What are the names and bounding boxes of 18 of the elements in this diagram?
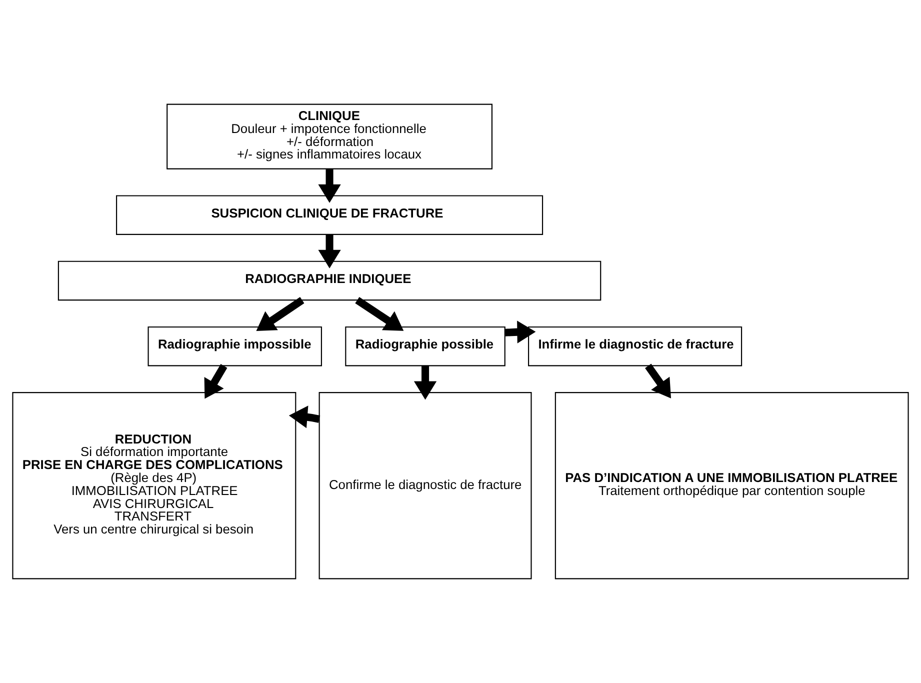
node-box: Radiographie possible: [345, 326, 506, 366]
node-box: PAS D’INDICATION A UNE IMMOBILISATION PLATREE Traitement orthopédique par contention souple: [554, 392, 909, 580]
arrow: [645, 364, 672, 398]
node-box: Confirme le diagnostic de fracture: [318, 392, 532, 580]
arrow: [355, 297, 404, 331]
arrow: [318, 234, 341, 268]
node-box: Infirme le diagnostic de fracture: [528, 326, 742, 366]
node-box: SUSPICION CLINIQUE DE FRACTURE: [116, 195, 544, 235]
arrow: [318, 169, 341, 203]
node-box: CLINIQUE Douleur + impotence fonctionnelle +/- déformation +/- signes inflammatoires locaux: [166, 104, 492, 170]
arrow: [504, 320, 536, 344]
arrow: [288, 406, 320, 428]
arrow: [256, 297, 304, 331]
node-box: RADIOGRAPHIE INDIQUEE: [58, 260, 602, 301]
node-box: REDUCTION Si déformation importante PRISE EN CHARGE DES COMPLICATIONS (Règle des 4P) IMMOBILISATION PLATREE AVIS CHIRURGICAL TRANSFERT Vers un centre chirurgical si besoin: [12, 392, 296, 580]
arrow: [204, 364, 228, 399]
arrow: [414, 366, 437, 400]
node-box: Radiographie impossible: [148, 326, 322, 366]
